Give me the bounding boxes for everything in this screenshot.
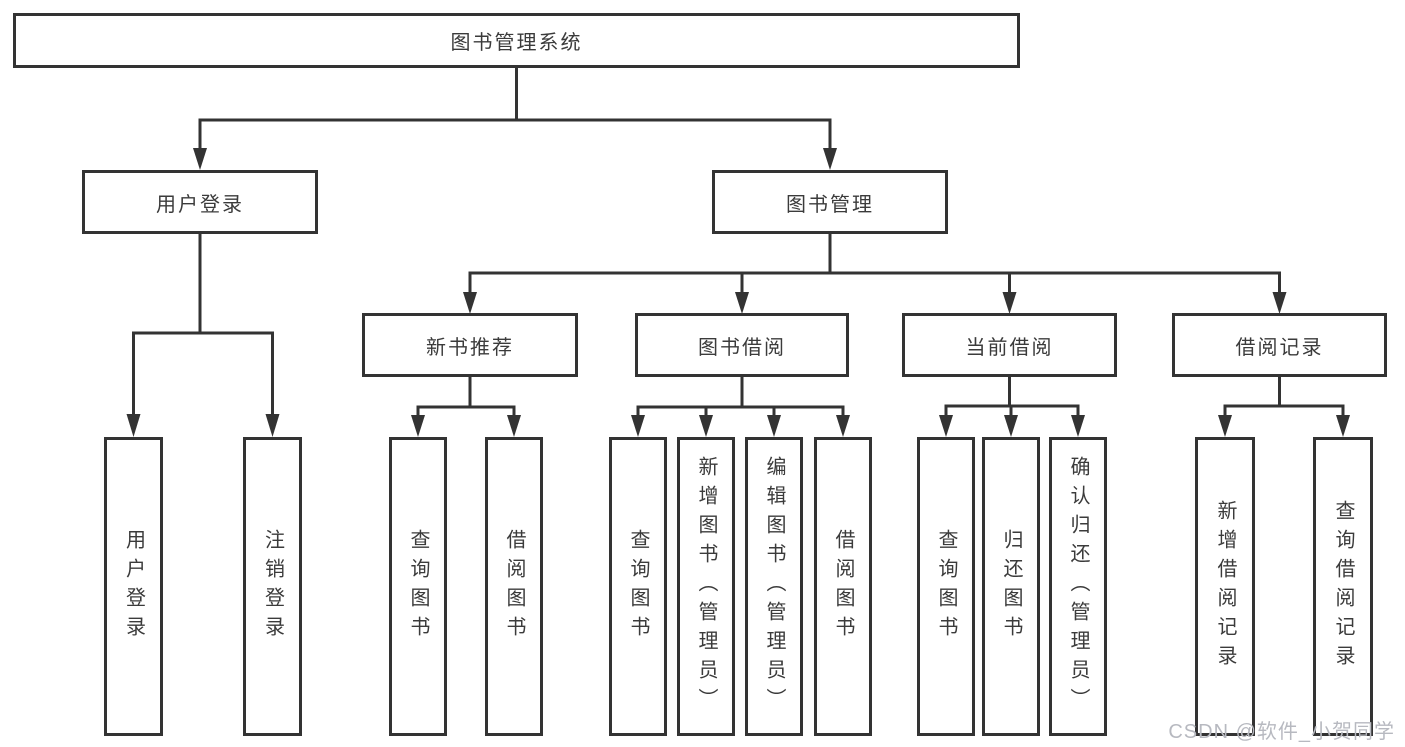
connector-book-borrowing-to-leaves bbox=[631, 377, 850, 437]
leaf-label: 确认归还（管理员） bbox=[1067, 456, 1089, 717]
leaf-edit-books-admin: 编辑图书（管理员） bbox=[745, 437, 803, 736]
connector-book-management-to-level3 bbox=[463, 234, 1287, 314]
node-book-borrowing: 图书借阅 bbox=[635, 313, 849, 377]
leaf-return-books: 归还图书 bbox=[982, 437, 1040, 736]
leaf-query-borrow-record: 查询借阅记录 bbox=[1313, 437, 1373, 736]
leaf-logout: 注销登录 bbox=[243, 437, 302, 736]
leaf-confirm-return-admin: 确认归还（管理员） bbox=[1049, 437, 1107, 736]
leaf-label: 归还图书 bbox=[1000, 528, 1022, 645]
leaf-label: 编辑图书（管理员） bbox=[763, 456, 785, 717]
node-label: 新书推荐 bbox=[426, 336, 514, 359]
leaf-label: 查询借阅记录 bbox=[1332, 499, 1354, 674]
leaf-add-borrow-record: 新增借阅记录 bbox=[1195, 437, 1255, 736]
leaf-label: 用户登录 bbox=[122, 528, 145, 645]
node-label: 图书管理系统 bbox=[450, 32, 583, 54]
node-label: 图书借阅 bbox=[698, 336, 786, 359]
leaf-label: 查询图书 bbox=[407, 528, 429, 645]
connector-current-borrowing-to-leaves bbox=[939, 377, 1085, 437]
connector-new-book-recommend-to-leaves bbox=[411, 377, 521, 437]
leaf-label: 查询图书 bbox=[935, 528, 957, 645]
leaf-add-books-admin: 新增图书（管理员） bbox=[677, 437, 735, 736]
leaf-query-books-borrowing: 查询图书 bbox=[609, 437, 667, 736]
leaf-label: 新增借阅记录 bbox=[1214, 499, 1236, 674]
node-book-management: 图书管理 bbox=[712, 170, 948, 234]
leaf-label: 注销登录 bbox=[261, 528, 284, 645]
node-new-book-recommend: 新书推荐 bbox=[362, 313, 578, 377]
leaf-user-login: 用户登录 bbox=[104, 437, 163, 736]
node-borrowing-records: 借阅记录 bbox=[1172, 313, 1387, 377]
leaf-borrow-books-recommend: 借阅图书 bbox=[485, 437, 543, 736]
leaf-label: 新增图书（管理员） bbox=[695, 456, 717, 717]
connector-borrowing-records-to-leaves bbox=[1218, 377, 1350, 437]
node-library-management-system: 图书管理系统 bbox=[13, 13, 1020, 68]
leaf-query-books-recommend: 查询图书 bbox=[389, 437, 447, 736]
node-label: 借阅记录 bbox=[1235, 336, 1324, 359]
node-label: 用户登录 bbox=[156, 193, 244, 216]
leaf-borrow-books-borrowing: 借阅图书 bbox=[814, 437, 872, 736]
connector-user-login-to-leaves bbox=[126, 234, 280, 437]
node-label: 图书管理 bbox=[786, 193, 874, 216]
node-label: 当前借阅 bbox=[965, 336, 1054, 359]
leaf-label: 借阅图书 bbox=[832, 528, 854, 645]
leaf-query-books-current: 查询图书 bbox=[917, 437, 975, 736]
leaf-label: 借阅图书 bbox=[503, 528, 525, 645]
connector-root-to-level2 bbox=[193, 68, 837, 170]
node-user-login: 用户登录 bbox=[82, 170, 318, 234]
node-current-borrowing: 当前借阅 bbox=[902, 313, 1117, 377]
csdn-watermark: CSDN @软件_小贺同学 bbox=[1168, 721, 1395, 743]
leaf-label: 查询图书 bbox=[627, 528, 649, 645]
